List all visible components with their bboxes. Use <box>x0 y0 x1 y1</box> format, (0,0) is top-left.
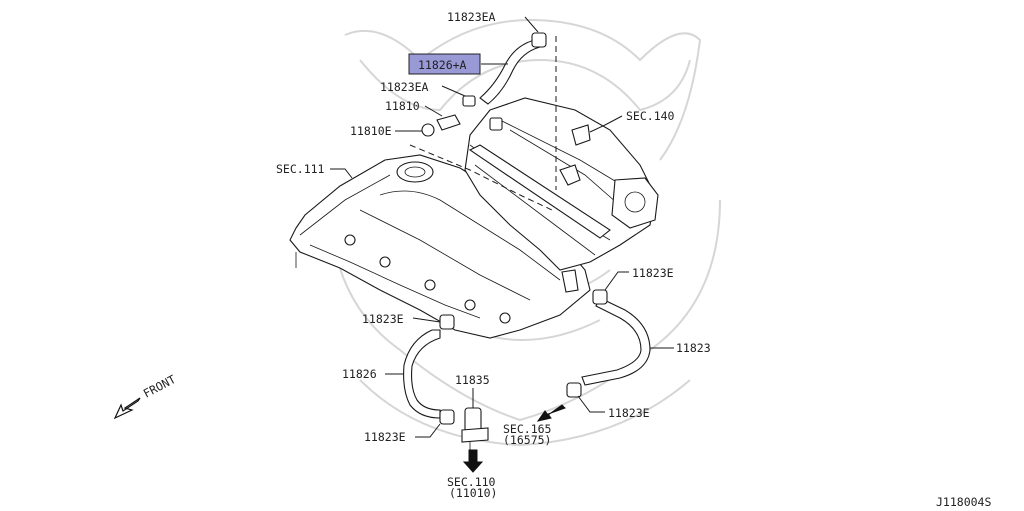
callout-11810[interactable]: 11810 <box>385 99 420 113</box>
sec110-sub: (11010) <box>449 486 497 500</box>
pcv-hose-right <box>566 289 651 398</box>
sec110-label[interactable]: SEC.110 <box>447 475 496 489</box>
front-arrow-icon <box>113 397 141 420</box>
callout-11826A[interactable]: 11826+A <box>418 58 467 72</box>
callout-11823[interactable]: 11823 <box>676 341 711 355</box>
diagram-id: J118004S <box>936 495 991 509</box>
callout-11835[interactable]: 11835 <box>455 373 490 387</box>
arrow-sec110 <box>462 449 484 473</box>
callout-SEC140[interactable]: SEC.140 <box>626 109 675 123</box>
callout-11826[interactable]: 11826 <box>342 367 377 381</box>
callout-11823E-lower-right[interactable]: 11823E <box>608 406 650 420</box>
arrow-sec165 <box>536 404 566 422</box>
pcv-hose-upper <box>421 32 547 137</box>
callout-11823EA-mid[interactable]: 11823EA <box>380 80 429 94</box>
rocker-cover <box>289 154 591 339</box>
reference-lines <box>409 36 557 211</box>
section-references: SEC.165 (16575) SEC.110 (11010) <box>447 422 551 500</box>
sec165-sub: (16575) <box>503 433 551 447</box>
callout-labels: 11823EA 11826+A 11823EA 11810 11810E SEC… <box>276 10 711 444</box>
front-label: FRONT <box>141 372 178 401</box>
callout-11823EA-top[interactable]: 11823EA <box>447 10 496 24</box>
pcv-hose-left <box>403 314 455 425</box>
callout-11823E-right[interactable]: 11823E <box>632 266 674 280</box>
callout-11823E-bottom[interactable]: 11823E <box>364 430 406 444</box>
callout-11823E-left[interactable]: 11823E <box>362 312 404 326</box>
callout-SEC111[interactable]: SEC.111 <box>276 162 325 176</box>
highlight-box <box>408 53 481 75</box>
pcv-valve-11835 <box>461 407 489 450</box>
callout-11810E[interactable]: 11810E <box>350 124 392 138</box>
leader-lines <box>330 16 674 438</box>
sec165-label[interactable]: SEC.165 <box>503 422 551 436</box>
intake-manifold <box>464 97 659 293</box>
